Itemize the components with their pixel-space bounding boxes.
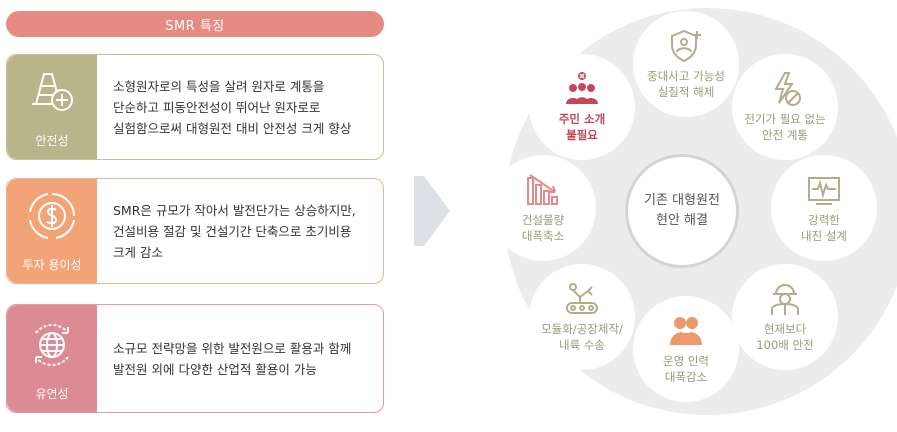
investment-line-3: 크게 감소 (113, 244, 163, 260)
node-passive-line-2: 안전 계통 (762, 128, 808, 142)
flexibility-label: 유연성 (35, 387, 69, 401)
globe-cycle-icon (35, 324, 69, 366)
node-construction-volume: 건설물량 대폭축소 (490, 155, 596, 261)
seismograph-icon (808, 177, 840, 205)
node-volume-line-2: 대폭축소 (521, 229, 565, 243)
node-evacuation-line-2: 불필요 (566, 128, 598, 142)
node-safer-line-2: 100배 안전 (756, 338, 814, 352)
node-seismic-line-1: 강력한 (808, 213, 840, 227)
safety-line-3: 실험함으로써 대형원전 대비 안전성 크게 향상 (113, 120, 352, 136)
flexibility-line-2: 발전원 외에 다양한 산업적 활용이 가능 (113, 361, 317, 377)
node-staff-line-1: 운영 인력 (663, 354, 709, 368)
node-seismic-design: 강력한 내진 설계 (771, 155, 877, 261)
banner-title: SMR 특징 (165, 18, 225, 34)
node-passive-safety: 전기가 필요 없는 안전 계통 (732, 54, 838, 160)
flexibility-description: 소규모 전략망을 위한 발전원으로 활용과 함께 발전원 외에 다양한 산업적 … (113, 305, 375, 412)
node-accident-line-2: 실질적 해제 (657, 85, 715, 99)
worker-icon (771, 284, 799, 315)
flexibility-line-1: 소규모 전략망을 위한 발전원으로 활용과 함께 (113, 340, 352, 356)
robot-arm-conveyor-icon (566, 283, 598, 314)
node-safer-line-1: 현재보다 (763, 322, 807, 336)
investment-description: SMR은 규모가 작아서 발전단가는 상승하지만, 건설비용 절감 및 건설기간… (113, 179, 375, 283)
node-volume-line-1: 건설물량 (521, 213, 565, 227)
safety-side-panel: 안전성 (7, 55, 97, 159)
investment-line-2: 건설비용 절감 및 건설기간 단축으로 초기비용 (113, 223, 352, 239)
node-100x-safer: 현재보다 100배 안전 (732, 264, 838, 370)
safety-label: 안전성 (35, 134, 69, 148)
flexibility-card: 유연성 소규모 전략망을 위한 발전원으로 활용과 함께 발전원 외에 다양한 … (6, 304, 384, 413)
safety-line-1: 소형원자로의 특성을 살려 원자로 계통을 (113, 78, 325, 94)
shield-plus-icon (671, 29, 701, 63)
node-seismic-line-2: 내진 설계 (801, 229, 847, 243)
node-staff-reduction: 운영 인력 대폭감소 (633, 296, 739, 402)
features-banner: SMR 특징 (6, 11, 384, 37)
center-circle: 기존 대형원전 현안 해결 (625, 154, 739, 268)
safety-description: 소형원자로의 특성을 살려 원자로 계통을 단순하고 피동안전성이 뛰어난 원자… (113, 55, 375, 159)
residents-x-icon (566, 72, 598, 104)
node-modular-fabrication: 모듈화/공장제작/ 내륙 수송 (529, 264, 635, 370)
investment-side-panel: 투자 용이성 (7, 179, 97, 283)
investment-label: 투자 용이성 (22, 258, 82, 272)
node-modular-line-1: 모듈화/공장제작/ (541, 322, 623, 336)
dollar-coin-icon (29, 193, 75, 239)
node-passive-line-1: 전기가 필요 없는 (744, 112, 826, 126)
node-accident-line-1: 중대사고 가능성 (647, 69, 725, 83)
safety-card: 안전성 소형원자로의 특성을 살려 원자로 계통을 단순하고 피동안전성이 뛰어… (6, 54, 384, 160)
node-staff-line-2: 대폭감소 (664, 370, 708, 384)
investment-card: 투자 용이성 SMR은 규모가 작아서 발전단가는 상승하지만, 건설비용 절감… (6, 178, 384, 284)
flexibility-side-panel: 유연성 (7, 305, 97, 412)
node-no-evacuation: 주민 소개 불필요 (529, 54, 635, 160)
center-line-1: 기존 대형원전 (644, 193, 720, 208)
right-chevron-arrow-icon (414, 176, 450, 246)
node-accident-elimination: 중대사고 가능성 실질적 해제 (633, 11, 739, 117)
safety-line-2: 단순하고 피동안전성이 뛰어난 원자로로 (113, 99, 321, 115)
people-icon (670, 317, 702, 345)
center-line-2: 현안 해결 (656, 213, 708, 228)
traffic-cone-plus-icon (32, 73, 73, 111)
declining-bars-icon (527, 174, 558, 205)
investment-line-1: SMR은 규모가 작아서 발전단가는 상승하지만, (113, 202, 356, 218)
no-power-icon (774, 72, 801, 106)
node-modular-line-2: 내륙 수송 (559, 338, 605, 352)
node-evacuation-line-1: 주민 소개 (558, 112, 606, 126)
